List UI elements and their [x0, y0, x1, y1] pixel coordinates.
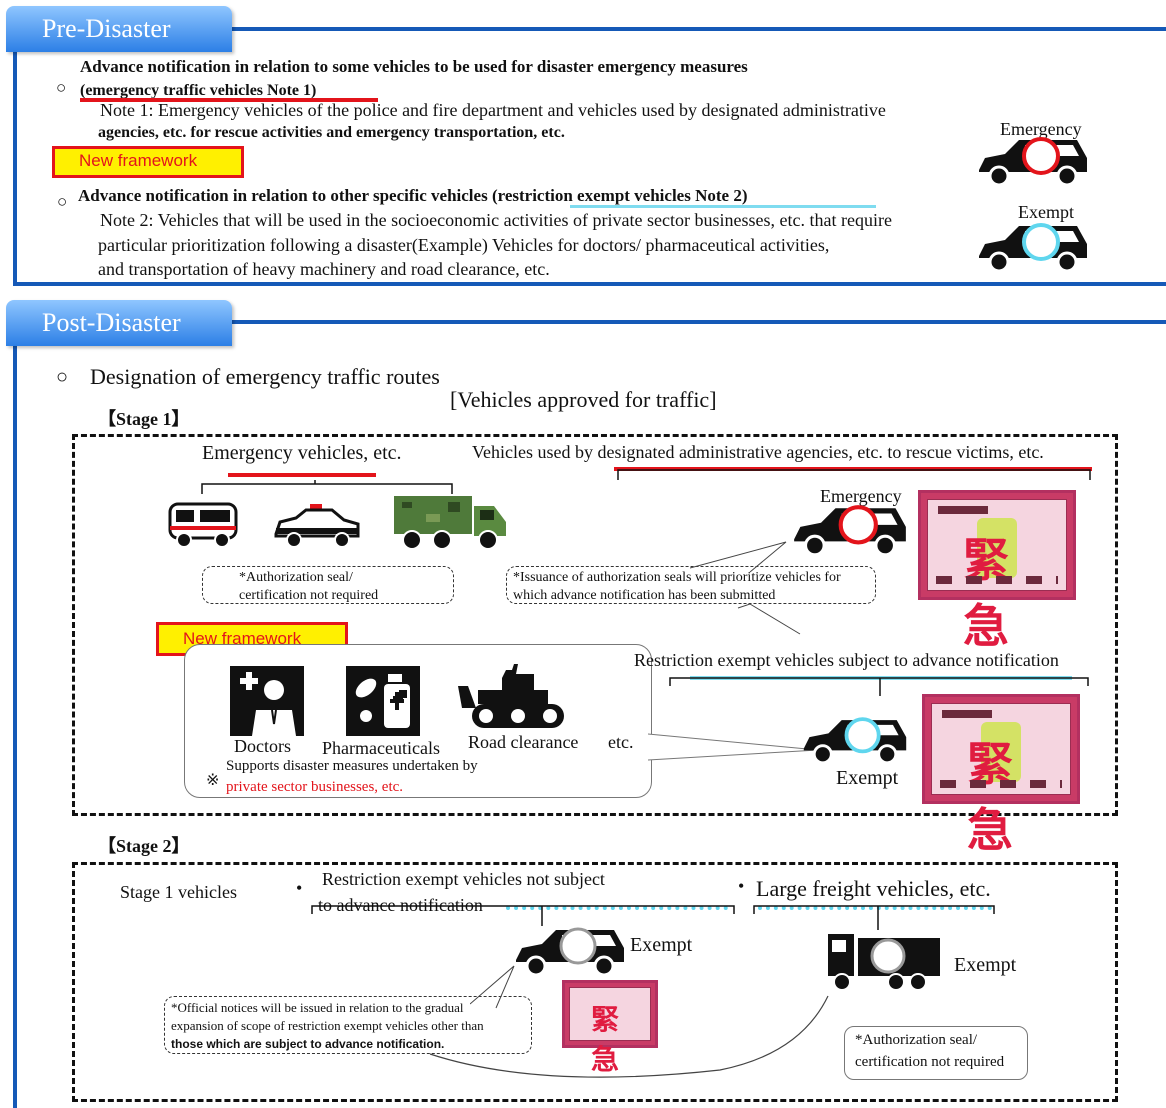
- stage2-box: [72, 862, 1118, 1102]
- pre-frame-bottom: [13, 282, 1166, 286]
- seal-kanji: 緊急: [590, 1003, 629, 1076]
- stage1-box: [72, 434, 1118, 816]
- issuance-line2: which advance notification has been subm…: [513, 588, 776, 603]
- issuance-line1: *Issuance of authorization seals will pr…: [513, 570, 841, 585]
- post-frame-left: [13, 336, 17, 1108]
- emergency-car-icon: [979, 137, 1087, 186]
- bulldozer-icon: [458, 664, 564, 728]
- exempt-car-icon-stage2: [516, 927, 624, 976]
- bullet-circle: ○: [57, 192, 68, 211]
- seal-kanji: 緊急: [963, 533, 1031, 653]
- note-mark: ※: [206, 772, 220, 789]
- s1-exempt-label: Exempt: [836, 767, 899, 789]
- supports-label: Supports disaster measures undertaken by: [226, 758, 478, 774]
- official-line2: expansion of scope of restriction exempt…: [171, 1018, 484, 1033]
- restriction-exempt-bracket: [669, 677, 1089, 696]
- s2-seal-not-required-line1: *Authorization seal/: [855, 1032, 978, 1048]
- ambulance-icon: [168, 502, 238, 548]
- pre-note2-line1: Note 2: Vehicles that will be used in th…: [100, 210, 892, 230]
- seal-not-required-bubble: *Authorization seal/ certification not r…: [202, 566, 454, 604]
- pharmaceuticals-icon: [346, 666, 420, 736]
- pre-item2-title: Advance notification in relation to othe…: [78, 186, 747, 206]
- official-callout-arrow: [470, 965, 515, 1009]
- doctors-label: Doctors: [234, 736, 291, 756]
- emergency-vehicles-bracket: [201, 480, 453, 494]
- rescue-vehicles-label: Vehicles used by designated administrati…: [472, 442, 1044, 462]
- bullet-dot: •: [296, 878, 303, 898]
- restriction-not-subject-line2: to advance notification: [318, 895, 483, 915]
- emergency-vehicles-red-line: [228, 473, 376, 477]
- post-disaster-tab: Post-Disaster: [6, 300, 232, 346]
- pre-note2-line2: particular prioritization following a di…: [98, 235, 830, 255]
- emergency-seal-image-2: 緊急: [922, 694, 1080, 857]
- pharmaceuticals-label: Pharmaceuticals: [322, 738, 440, 758]
- pre-item1-sub: (emergency traffic vehicles Note 1): [80, 82, 317, 99]
- issuance-bubble: *Issuance of authorization seals will pr…: [506, 566, 876, 604]
- s1-emergency-label: Emergency: [820, 486, 902, 506]
- pre-note2-line3: and transportation of heavy machinery an…: [98, 259, 550, 279]
- issuance-callout-arrows: [690, 541, 801, 635]
- seal-not-required-line2: certification not required: [239, 588, 379, 603]
- emergency-seal-image-3: 緊急: [562, 980, 658, 1076]
- rescue-vehicles-red-line: [614, 467, 1092, 471]
- police-car-icon: [274, 504, 360, 548]
- exempt-car-icon: [979, 223, 1087, 272]
- freight-truck-icon: [828, 934, 940, 991]
- seal-not-required-line1: *Authorization seal/: [239, 570, 353, 585]
- restriction-not-subject-dots: [506, 906, 728, 910]
- pre-emergency-label: Emergency: [1000, 119, 1082, 139]
- pre-item2-title-text: Advance notification in relation to othe…: [78, 186, 492, 205]
- pre-note1-line2: agencies, etc. for rescue activities and…: [98, 124, 565, 141]
- s2-exempt-label-1: Exempt: [630, 934, 693, 956]
- post-bullet-title: Designation of emergency traffic routes: [90, 364, 440, 389]
- official-line3: those which are subject to advance notif…: [171, 1037, 445, 1051]
- pre-frame-top: [226, 27, 1166, 31]
- large-freight-dots: [758, 906, 992, 910]
- pre-disaster-tab: Pre-Disaster: [6, 6, 232, 52]
- emergency-vehicles-label: Emergency vehicles, etc.: [202, 442, 402, 464]
- pre-item2-sub: (restriction exempt vehicles Note 2): [491, 186, 748, 205]
- new-framework-badge-pre: New framework: [52, 146, 244, 178]
- stage1-label: 【Stage 1】: [98, 409, 190, 429]
- doctor-icon: [230, 666, 304, 736]
- stage2-label: 【Stage 2】: [98, 836, 190, 856]
- restriction-not-subject-line1: Restriction exempt vehicles not subject: [322, 869, 605, 889]
- item1-red-underline: [80, 98, 378, 102]
- stage2-return-arrow: [429, 995, 829, 1078]
- road-clearance-label: Road clearance: [468, 732, 579, 752]
- seal-kanji: 緊急: [967, 737, 1035, 857]
- stage1-vehicles-label: Stage 1 vehicles: [120, 882, 237, 902]
- bullet-circle: ○: [56, 366, 69, 388]
- restriction-exempt-label: Restriction exempt vehicles subject to a…: [634, 650, 1059, 670]
- large-freight-bracket: [753, 905, 995, 930]
- s2-seal-not-required-bubble: *Authorization seal/ certification not r…: [844, 1026, 1028, 1080]
- etc-label: etc.: [608, 732, 634, 752]
- bullet-dot: •: [738, 876, 745, 896]
- post-frame-top: [226, 320, 1166, 324]
- pre-frame-left: [13, 40, 17, 286]
- pre-exempt-label: Exempt: [1018, 202, 1074, 222]
- item2-cyan-underline: [570, 205, 876, 208]
- large-freight-label: Large freight vehicles, etc.: [756, 876, 991, 901]
- rescue-vehicles-bracket: [617, 469, 1091, 480]
- pre-item1-title: Advance notification in relation to some…: [80, 57, 748, 76]
- vehicles-approved-heading: [Vehicles approved for traffic]: [450, 387, 717, 412]
- emergency-seal-image-1: 緊急: [918, 490, 1076, 653]
- exempt-car-icon-stage1: [803, 717, 907, 764]
- official-notices-bubble: *Official notices will be issued in rela…: [164, 996, 532, 1054]
- s2-seal-not-required-line2: certification not required: [855, 1054, 1005, 1070]
- restriction-not-subject-bracket: [311, 905, 735, 926]
- military-truck-icon: [394, 496, 506, 550]
- pre-note1-line1: Note 1: Emergency vehicles of the police…: [100, 100, 886, 120]
- official-line1: *Official notices will be issued in rela…: [171, 1000, 464, 1015]
- emergency-car-icon-stage1: [794, 505, 906, 556]
- s2-exempt-label-2: Exempt: [954, 954, 1017, 976]
- private-sector-label: private sector businesses, etc.: [226, 779, 404, 795]
- bullet-circle: ○: [56, 78, 67, 97]
